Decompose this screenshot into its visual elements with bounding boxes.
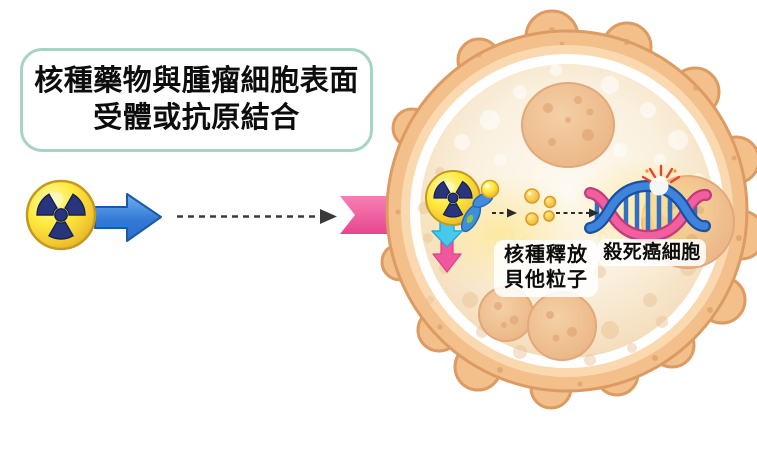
cell-nucleus: [527, 291, 597, 361]
label-kill-cancer: 殺死癌細胞: [598, 239, 706, 266]
label-beta-release-line2: 貝他粒子: [504, 269, 588, 291]
title-box: 核種藥物與腫瘤細胞表面 受體或抗原結合: [20, 48, 373, 152]
blue-right-arrow: [94, 193, 162, 242]
cell-nucleus: [521, 82, 615, 168]
beta-particle-dots-icon: [524, 188, 557, 226]
dashed-transfer-arrow: [177, 209, 337, 224]
pink-membrane-entry-arrow: [340, 196, 398, 234]
label-beta-release: 核種釋放 貝他粒子: [494, 240, 598, 297]
dna-damage-sparkle-icon: [641, 164, 681, 196]
dashed-arrow-to-dna: [556, 208, 599, 218]
radiation-source-icon: [25, 179, 97, 251]
tumor-cell: [380, 9, 757, 410]
radionuclide-in-cell-icon: [425, 170, 481, 226]
label-beta-release-line1: 核種釋放: [504, 244, 588, 266]
dashed-arrow-to-particles: [492, 208, 517, 218]
title-line-1: 核種藥物與腫瘤細胞表面: [34, 65, 359, 97]
cell-nuclei: [478, 82, 735, 361]
antibody-linker-icon: [460, 179, 500, 233]
dna-double-helix-icon: [584, 164, 712, 243]
title-line-2: 受體或抗原結合: [93, 102, 300, 134]
